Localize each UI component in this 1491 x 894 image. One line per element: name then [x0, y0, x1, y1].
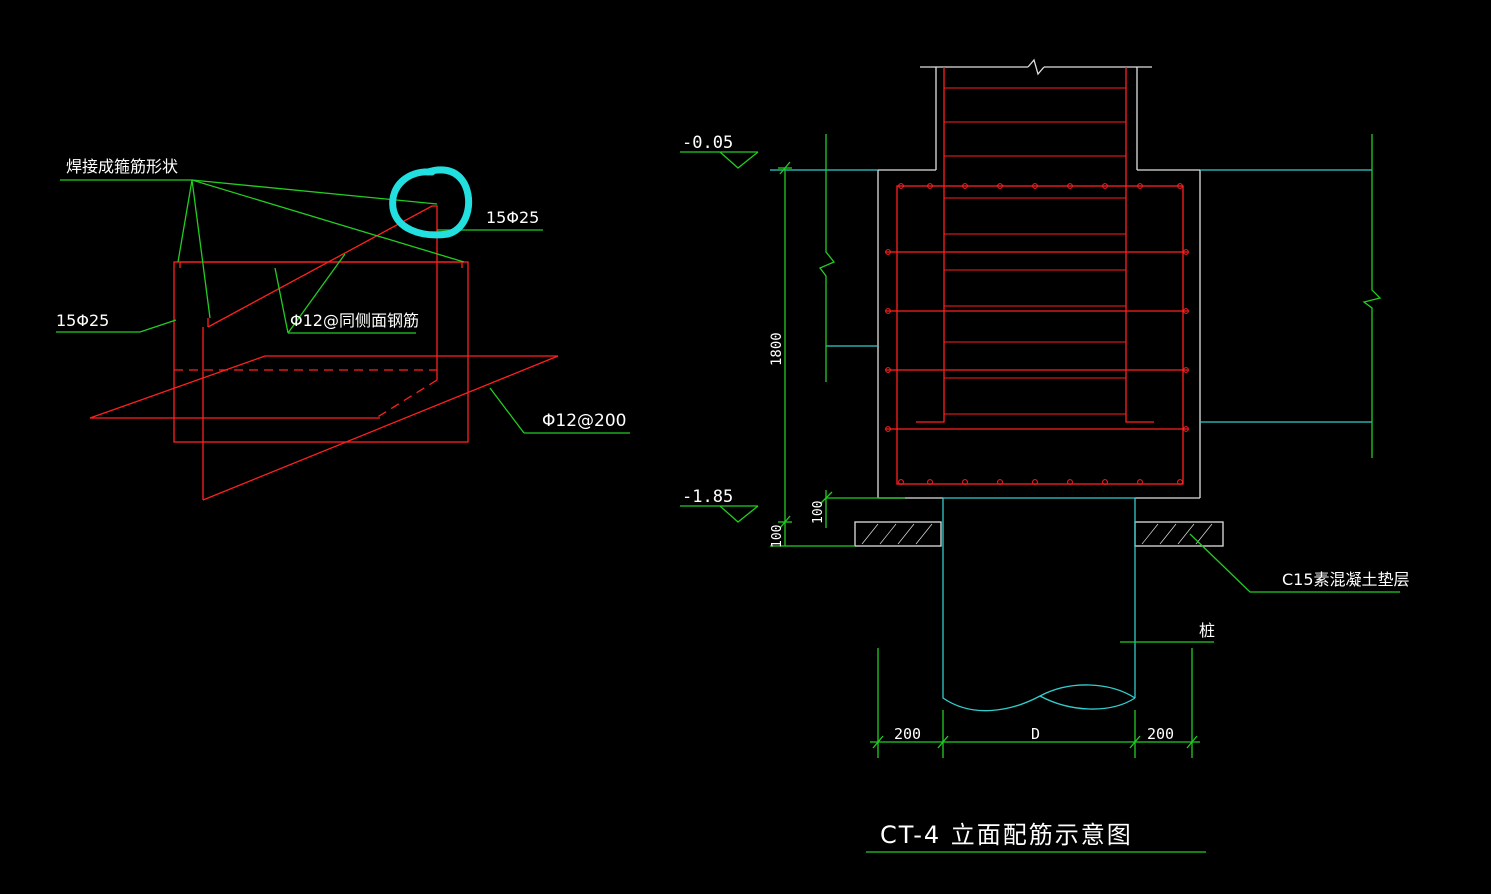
- rebar-box-outline: [173, 261, 469, 443]
- rebar-top-label: 15Φ25: [486, 208, 539, 227]
- dimension-d-label: D: [1031, 725, 1040, 743]
- cushion-label: C15素混凝土垫层: [1282, 570, 1410, 589]
- dimension-1800-label: 1800: [769, 332, 785, 366]
- dimension-100b-label: 100: [770, 525, 785, 548]
- rebar-left-label: 15Φ25: [56, 311, 109, 330]
- pile-label: 桩: [1199, 621, 1215, 640]
- dimension-200-right-label: 200: [1147, 725, 1174, 743]
- cushion-layer: [854, 521, 1224, 547]
- cap-rebar: [885, 67, 1189, 485]
- elevation-top-label: -0.05: [682, 133, 733, 153]
- elevation-bottom-label: -1.85: [682, 487, 733, 507]
- highlight-circle: [389, 166, 473, 239]
- drawing-title: CT-4 立面配筋示意图: [880, 821, 1133, 849]
- weld-note-label: 焊接成箍筋形状: [66, 157, 178, 176]
- rebar-top-hook: [179, 261, 463, 268]
- column-outline: [877, 58, 1201, 499]
- dimension-100a-label: 100: [811, 501, 826, 524]
- right-labels: -0.05 -1.85 1800 100 100 C15素混凝土垫层 桩 200…: [682, 133, 1410, 849]
- pile-outline: [942, 497, 1136, 712]
- elevation-section: [680, 58, 1400, 853]
- side-rebar-label: Φ12@同侧面钢筋: [290, 311, 419, 330]
- bottom-rebar-label: Φ12@200: [542, 411, 626, 431]
- left-labels: 焊接成箍筋形状 15Φ25 15Φ25 Φ12@同侧面钢筋 Φ12@200: [56, 157, 626, 431]
- dimension-200-left-label: 200: [894, 725, 921, 743]
- rebar-cage-sketch: [56, 166, 630, 501]
- dimension-lines: [680, 134, 1400, 853]
